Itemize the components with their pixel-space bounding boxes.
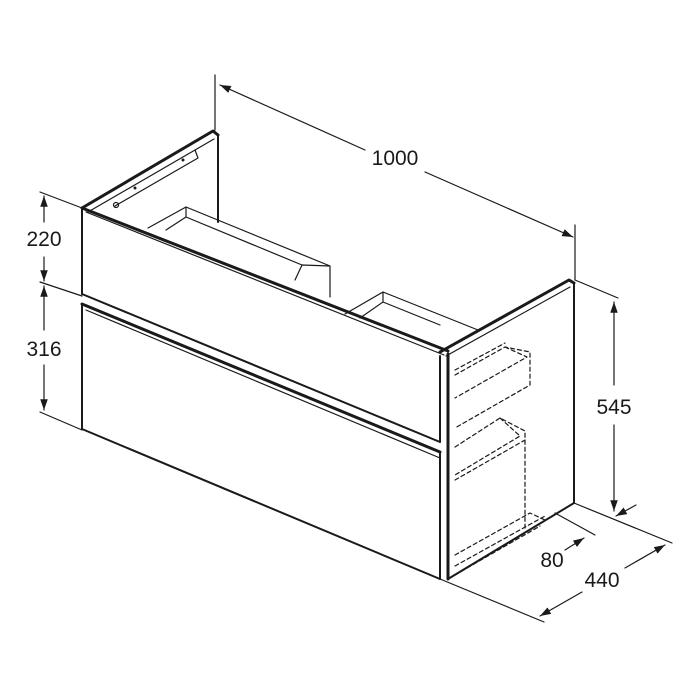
dimension-line <box>539 591 583 617</box>
depth-label: 440 <box>584 569 619 592</box>
mounting-hole <box>181 158 185 162</box>
extension-line <box>439 578 545 623</box>
dimension-offset: 80 <box>540 504 637 572</box>
right-side-top-edge <box>438 278 576 354</box>
top-drawer-bottom-edge <box>81 293 441 443</box>
bottom-drawer-top-inner <box>85 309 441 459</box>
left-tray <box>147 206 331 298</box>
dimension-height: 545 <box>573 279 673 544</box>
top-drawer-top-inner <box>85 211 445 356</box>
back-rail <box>114 149 199 207</box>
right-tray <box>344 291 479 331</box>
extension-line <box>554 512 596 536</box>
extension-line <box>573 502 673 544</box>
hidden-base <box>454 512 546 576</box>
mounting-hole <box>133 186 137 190</box>
extension-line <box>39 191 83 209</box>
extension-line <box>39 411 83 431</box>
width-label: 1000 <box>372 147 419 170</box>
bottom-drawer-height-label: 316 <box>26 338 61 361</box>
bottom-drawer-top-edge <box>80 302 442 454</box>
cabinet-body <box>80 129 576 581</box>
dimension-depth: 440 <box>439 544 666 623</box>
extension-line <box>574 279 619 299</box>
top-drawer-top-edge <box>80 206 450 353</box>
right-side-top-inner <box>445 286 571 357</box>
offset-label: 80 <box>540 549 563 572</box>
dimension-width: 1000 <box>214 74 576 281</box>
dimension-line <box>219 84 366 151</box>
height-label: 545 <box>596 396 631 419</box>
extension-line <box>39 281 83 297</box>
dimension-line <box>615 504 637 517</box>
back-left-inner-edge <box>87 138 215 213</box>
dimension-bottom-drawer: 316 <box>26 285 83 431</box>
mounting-bracket <box>112 201 120 209</box>
back-left-top-edge <box>80 129 220 210</box>
dimension-line <box>564 537 585 551</box>
dimension-line <box>624 544 666 569</box>
hidden-top-drawer <box>454 342 531 429</box>
dimension-top-drawer: 220 <box>26 191 83 297</box>
bottom-drawer-bottom-edge <box>81 428 441 580</box>
dimension-line <box>424 171 574 238</box>
hidden-bottom-drawer <box>454 417 526 529</box>
top-drawer-height-label: 220 <box>26 228 61 251</box>
